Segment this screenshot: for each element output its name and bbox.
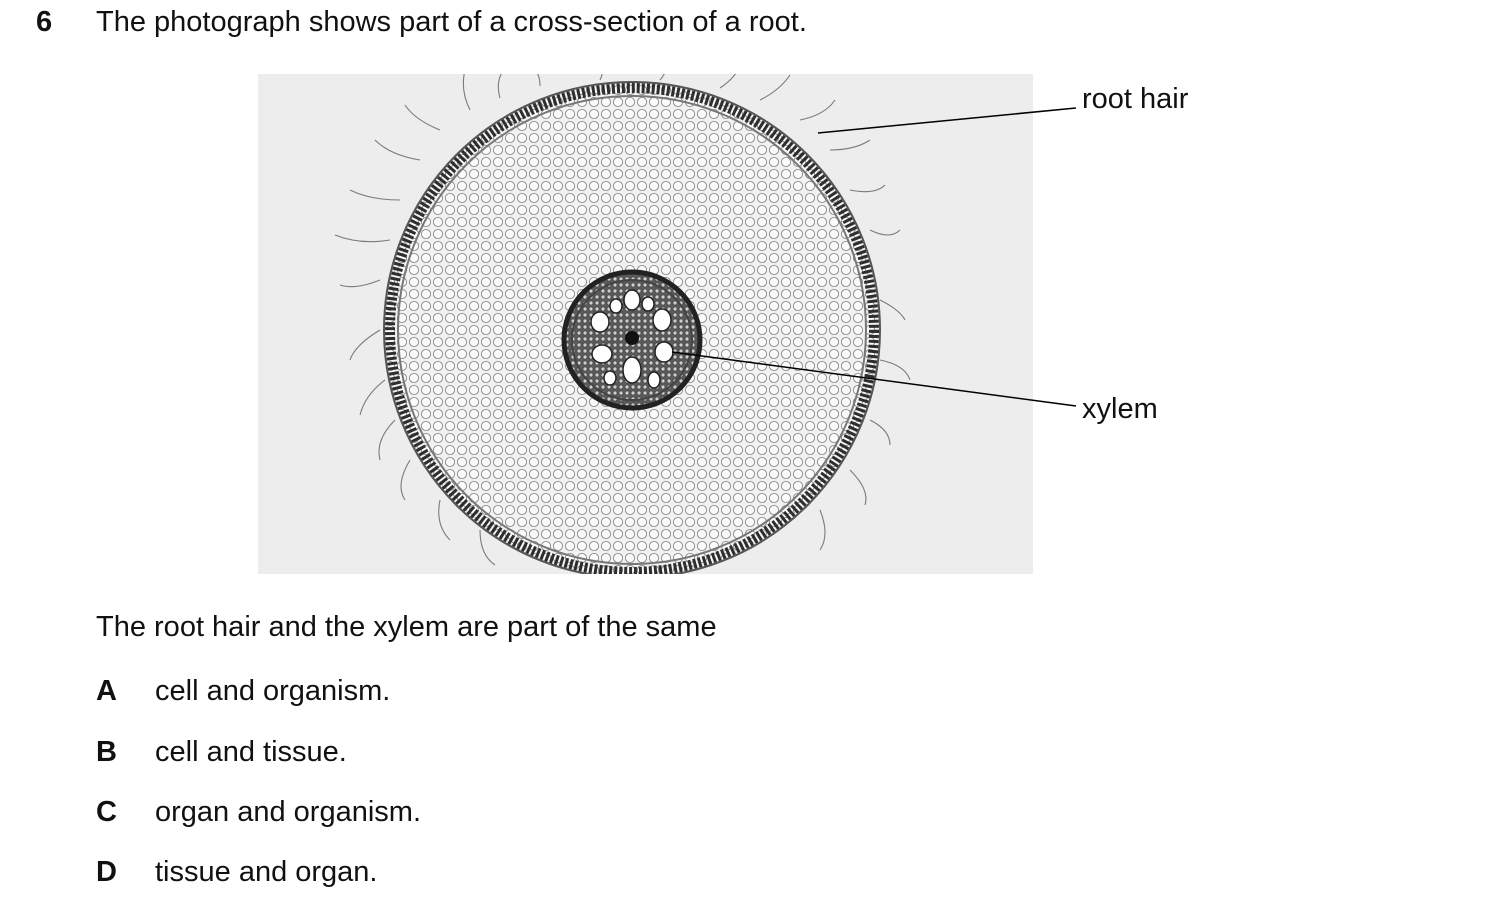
option-a-letter: A [96, 675, 117, 707]
option-c-letter: C [96, 796, 117, 828]
xylem-leader-line [671, 351, 1077, 407]
xylem-vessels [590, 289, 674, 389]
root-hair-label: root hair [1082, 83, 1189, 115]
root-cross-section-figure: root hair xylem [258, 74, 1189, 574]
question-number: 6 [36, 6, 53, 38]
question-stem: The photograph shows part of a cross-sec… [96, 6, 807, 38]
question-lead: The root hair and the xylem are part of … [96, 611, 717, 643]
root-hairs [334, 74, 911, 566]
root-hair-leader-line [817, 107, 1077, 134]
option-d-letter: D [96, 856, 117, 888]
xylem-label: xylem [1082, 393, 1158, 425]
option-b[interactable]: B cell and tissue. [96, 734, 896, 774]
root-cross-section-illustration [258, 74, 1077, 574]
option-c[interactable]: C organ and organism. [96, 794, 896, 834]
option-d-text: tissue and organ. [155, 856, 378, 888]
option-b-text: cell and tissue. [155, 736, 347, 768]
option-a[interactable]: A cell and organism. [96, 673, 896, 713]
option-c-text: organ and organism. [155, 796, 421, 828]
root-epidermis [385, 83, 879, 574]
option-d[interactable]: D tissue and organ. [96, 854, 896, 894]
option-b-letter: B [96, 736, 117, 768]
option-a-text: cell and organism. [155, 675, 391, 707]
